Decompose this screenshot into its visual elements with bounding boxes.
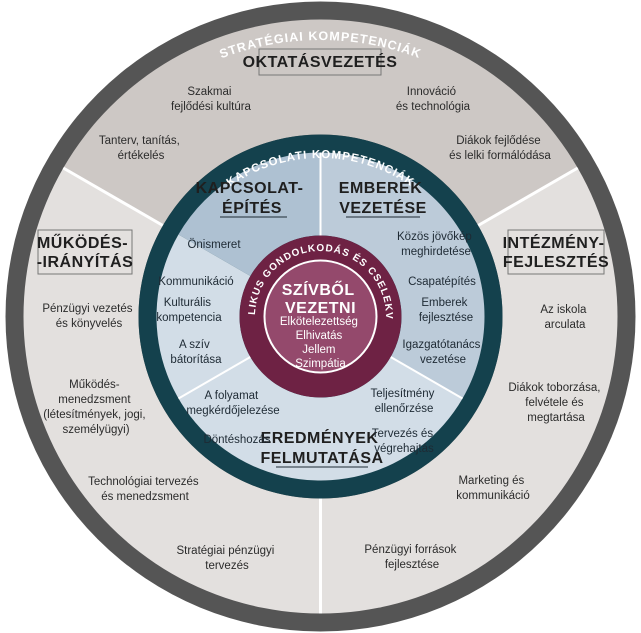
oktatasvezetes-title-box: OKTATÁSVEZETÉS — [243, 48, 398, 76]
emberekvezetese-item: Csapatépítés — [408, 276, 476, 288]
outer-section-dividers — [62, 166, 579, 614]
intezmenyfejlesztes-item: Marketing és kommunikáció — [456, 475, 530, 502]
kapcsolatepites-item: A szív bátorítása — [170, 339, 222, 366]
inner-section-bottom-bg — [156, 234, 463, 481]
outer-section-left-bg — [23, 168, 321, 614]
mukodesiranyitas-item: Technológiai tervezés és menedzsment — [88, 476, 202, 503]
outer-divider-line — [62, 166, 164, 227]
outer-divider-line — [477, 166, 579, 227]
kapcsolatepites-item: Önismeret — [187, 239, 241, 251]
eredmenyek-item: Teljesítmény ellenőrzése — [370, 388, 437, 415]
intezmenyfejlesztes-item: Pénzügyi források fejlesztése — [364, 544, 459, 571]
emberekvezetese-item: Igazgatótanács vezetése — [402, 339, 483, 366]
mukodesiranyitas-items: Pénzügyi vezetés és könyvelés Működés- m… — [42, 303, 277, 572]
oktatasvezetes-item: Szakmai fejlődési kultúra — [171, 86, 252, 113]
outer-section-top-bg — [63, 19, 578, 226]
mukodesiranyitas-item: Pénzügyi vezetés és könyvelés — [42, 303, 135, 330]
kapcsolatepites-item: Kulturális kompetencia — [156, 297, 222, 324]
oktatasvezetes-item: Diákok fejlődése és lelki formálódása — [449, 135, 551, 162]
emberekvezetese-item: Emberek fejlesztése — [419, 297, 473, 324]
eredmenyek-items: A folyamat megkérdőjelezése Teljesítmény… — [186, 388, 437, 455]
kapcsolatepites-title: KAPCSOLAT- ÉPÍTÉS — [196, 180, 309, 217]
inner-divider-line — [390, 356, 464, 400]
inner-section-top-left-bg — [178, 152, 321, 276]
outer-section-right-bg — [320, 168, 618, 614]
eredmenyek-item: Tervezés és végrehajtás — [372, 428, 437, 455]
eredmenyek-title: EREDMÉNYEK FELMUTATÁSA — [260, 428, 383, 467]
mukodesiranyitas-title: MŰKÖDÉS- -IRÁNYÍTÁS — [37, 233, 134, 271]
eredmenyek-item: A folyamat megkérdőjelezése — [186, 390, 279, 417]
core-center — [265, 261, 376, 372]
emberekvezetese-title: EMBEREK VEZETÉSE — [339, 180, 427, 217]
oktatasvezetes-item: Innováció és technológia — [396, 86, 471, 113]
oktatasvezetes-item: Tanterv, tanítás, értékelés — [99, 135, 183, 162]
eredmenyek-item: Döntéshozás — [203, 434, 270, 446]
inner-section-dividers — [177, 152, 464, 400]
intezmenyfejlesztes-item: Diákok toborzása, felvétele és megtartás… — [508, 382, 603, 424]
inner-divider-line — [177, 356, 251, 400]
core-title: SZÍVBŐL VEZETNI — [282, 280, 360, 317]
oktatasvezetes-title: OKTATÁSVEZETÉS — [243, 52, 398, 71]
mukodesiranyitas-title-box: MŰKÖDÉS- -IRÁNYÍTÁS — [37, 229, 134, 275]
mukodesiranyitas-item: Működés- menedzsment (létesítmények, jog… — [43, 379, 148, 436]
intezmenyfejlesztes-items: Az iskola arculata Diákok toborzása, fel… — [364, 304, 603, 571]
intezmenyfejlesztes-title-box: INTÉZMÉNY- FEJLESZTÉS — [503, 229, 610, 275]
core-items: Elkötelezettség Elhivatás Jellem Szimpát… — [280, 316, 361, 370]
mukodesiranyitas-item: Stratégiai pénzügyi tervezés — [176, 545, 277, 572]
inner-section-top-right-bg — [320, 152, 485, 399]
intezmenyfejlesztes-title: INTÉZMÉNY- FEJLESZTÉS — [503, 233, 610, 271]
intezmenyfejlesztes-item: Az iskola arculata — [540, 304, 589, 331]
kapcsolatepites-item: Kommunikáció — [158, 276, 233, 288]
kapcsolatepites-items: Önismeret Kommunikáció Kulturális kompet… — [156, 239, 241, 366]
emberekvezetese-item: Közös jövőkép meghirdetése — [397, 231, 475, 258]
emberekvezetese-items: Közös jövőkép meghirdetése Csapatépítés … — [397, 231, 483, 366]
oktatasvezetes-items: Szakmai fejlődési kultúra Innováció és t… — [99, 86, 552, 162]
